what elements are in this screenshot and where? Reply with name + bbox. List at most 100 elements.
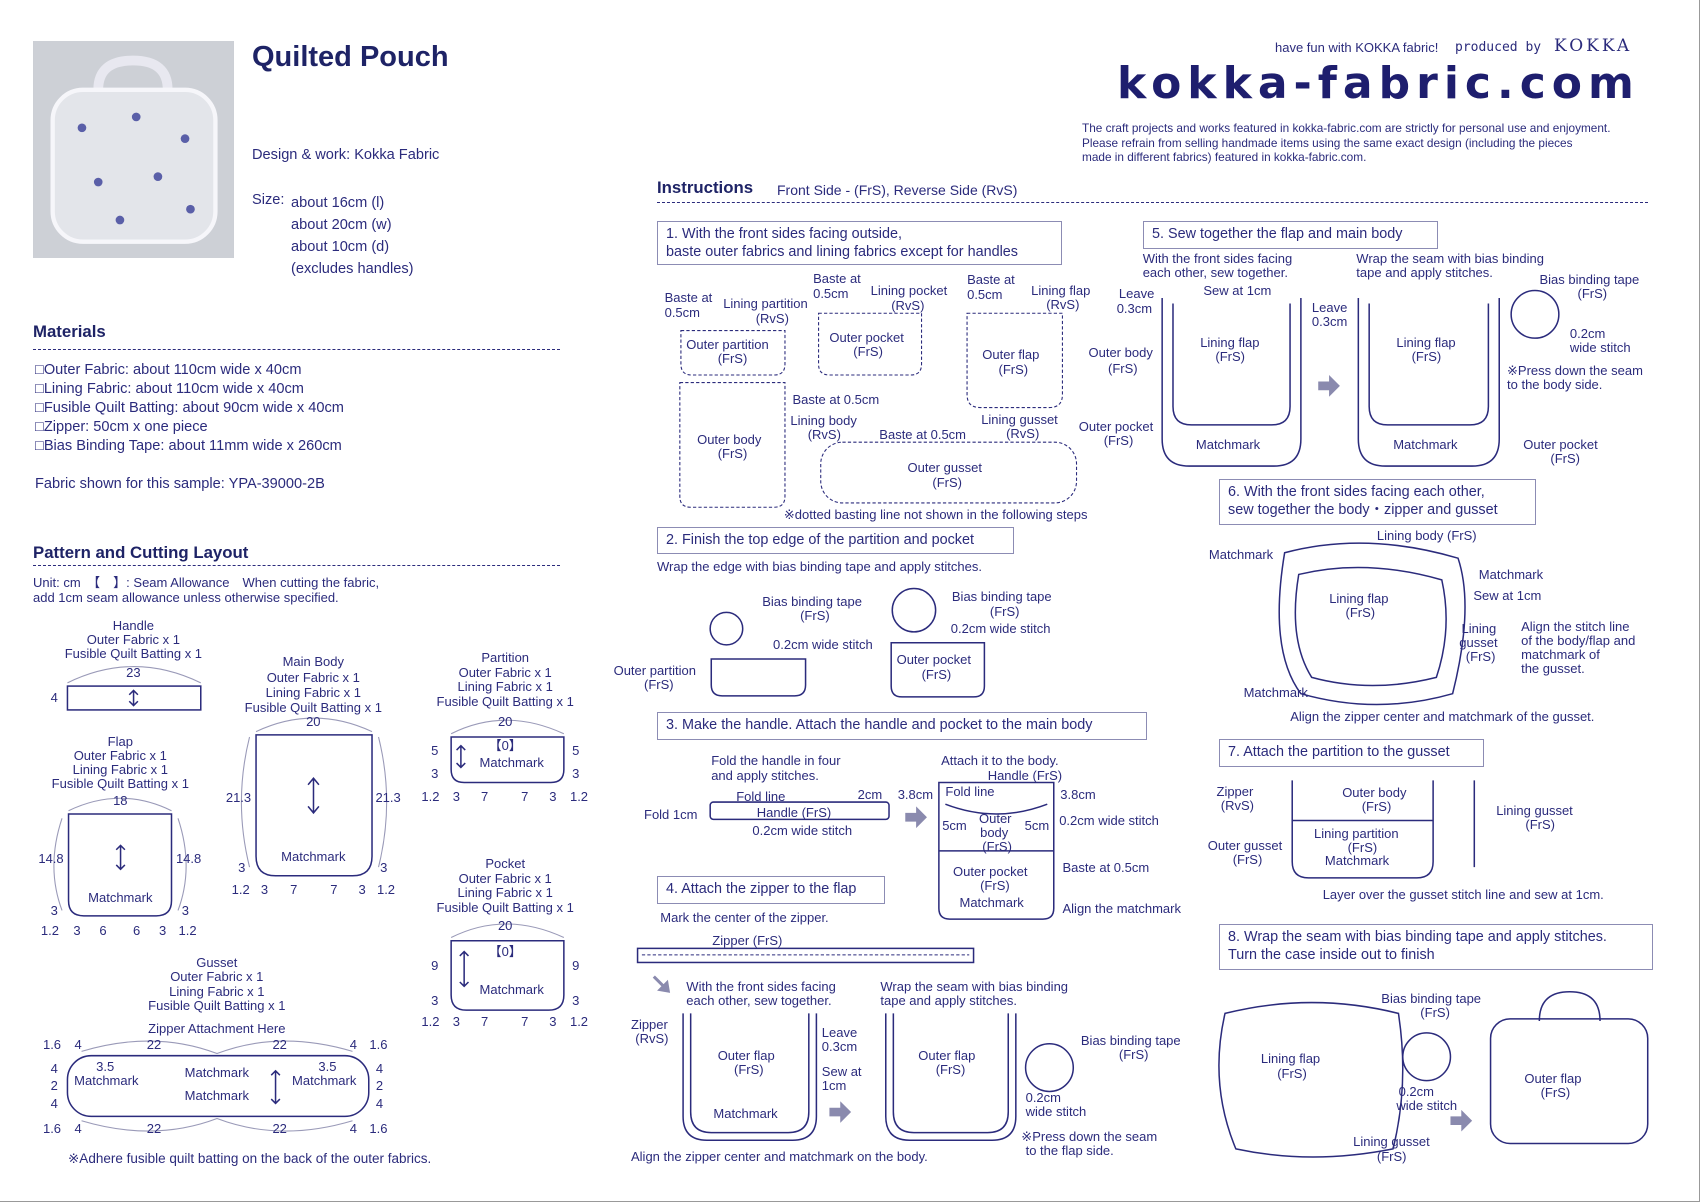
material-item: □Outer Fabric: about 110cm wide x 40cm <box>35 362 302 378</box>
dimension-label: 3 <box>181 902 190 918</box>
partition-piece <box>450 736 565 784</box>
piece-title-line: Fusible Quilt Batting x 1 <box>148 998 286 1013</box>
main-body-piece <box>255 734 373 877</box>
dimension-label: Matchmark <box>292 1072 357 1088</box>
diagram-label: Bias binding tape <box>1539 271 1640 287</box>
diagram-label: Outer gusset <box>907 460 982 476</box>
diagram-label: (RvS) <box>1220 797 1255 813</box>
detail-zoom-circle <box>1510 289 1560 339</box>
diagram-label: Leave <box>1118 285 1155 301</box>
dimension-label: 7 <box>521 788 529 804</box>
diagram-label: (FrS) <box>932 474 962 490</box>
dimension-label: 9 <box>431 958 439 973</box>
diagram-label: (RvS) <box>1006 425 1040 441</box>
flap-piece <box>67 813 173 917</box>
diagram-label: body <box>980 824 1009 840</box>
disclaimer-line: made in different fabrics) featured in k… <box>1082 150 1367 165</box>
flap-bound-shape <box>885 1013 1017 1141</box>
diagram-label: Matchmark <box>1243 684 1308 700</box>
diagram-label: (FrS) <box>717 446 748 462</box>
grain-arrow-icon <box>115 844 126 871</box>
diagram-label: 0.2cm wide stitch <box>752 822 853 838</box>
grain-arrow-icon <box>128 689 139 707</box>
dimension-label: 3.5 <box>96 1058 115 1074</box>
diagram-label: (FrS) <box>644 677 674 693</box>
step-title-line: 2. Finish the top edge of the partition … <box>666 532 975 548</box>
step-title-line: 5. Sew together the flap and main body <box>1152 226 1403 242</box>
size-list: about 16cm (l) about 20cm (w) about 10cm… <box>291 192 414 280</box>
diagram-label: 0.2cm wide stitch <box>1059 812 1159 828</box>
piece-title-line: Lining Fabric x 1 <box>265 684 361 700</box>
side-legend: Front Side - (FrS), Reverse Side (RvS) <box>777 182 1018 198</box>
diagram-label: Outer flap <box>1524 1070 1582 1086</box>
dimension-label: 4 <box>375 1061 384 1076</box>
diagram-label: Lining partition <box>723 295 808 311</box>
piece-title-line: Fusible Quilt Batting x 1 <box>436 900 574 915</box>
diagram-label: (FrS) <box>1577 285 1608 301</box>
dimension-label: 7 <box>480 1014 489 1030</box>
dimension-label: 3 <box>238 860 246 876</box>
dimension-label: 7 <box>330 882 338 898</box>
dimension-label: 3 <box>158 923 167 939</box>
step-title-line: 3. Make the handle. Attach the handle an… <box>666 717 1093 733</box>
piece-title-line: Outer Fabric x 1 <box>458 870 552 886</box>
diagram-label: (FrS) <box>921 667 952 683</box>
zipper-shape <box>636 947 975 964</box>
dimension-label: Matchmark <box>479 981 544 997</box>
diagram-label: Lining body <box>790 412 857 428</box>
diagram-label: Fold line <box>736 788 786 804</box>
diagram-label: Align the zipper center and matchmark on… <box>631 1148 928 1164</box>
piece-title-line: Gusset <box>196 954 238 970</box>
dimension-label: 6 <box>132 923 141 939</box>
dimension-label: 3 <box>50 902 58 918</box>
step-title-line: 7. Attach the partition to the gusset <box>1228 744 1450 760</box>
detail-zoom-circle <box>891 587 937 633</box>
material-item: □Lining Fabric: about 110cm wide x 40cm <box>35 381 304 397</box>
partition-shape <box>710 658 807 697</box>
diagram-label: each other, sew together. <box>1142 265 1288 281</box>
diagram-label: Leave <box>1311 299 1348 315</box>
dimension-label: Matchmark <box>281 848 346 864</box>
dimension-label: 【0】 <box>488 943 522 959</box>
arrow-right-icon <box>905 806 927 829</box>
diagram-label: to the flap side. <box>1025 1143 1114 1159</box>
piece-title-line: Fusible Quilt Batting x 1 <box>64 645 203 661</box>
diagram-label: (FrS) <box>1345 604 1376 620</box>
outer-partition-shape <box>680 330 786 376</box>
disclaimer-line: The craft projects and works featured in… <box>1082 121 1611 135</box>
diagram-label: 1cm <box>821 1078 847 1094</box>
handle-loop <box>945 803 1048 815</box>
diagram-label: to the body side. <box>1507 376 1603 392</box>
step-8-title: 8. Wrap the seam with bias binding tape … <box>1219 924 1653 970</box>
unit-note: Unit: cm 【 】: Seam Allowance When cuttin… <box>33 575 379 605</box>
diagram-label: Outer pocket <box>1078 419 1154 435</box>
arrow-right-icon <box>1450 1109 1473 1132</box>
dimension-label: Matchmark <box>479 755 544 771</box>
materials-heading: Materials <box>33 322 106 341</box>
dimension-label: 3 <box>452 788 461 804</box>
diagram-label: (FrS) <box>1215 348 1245 364</box>
diagram-label: (FrS) <box>1277 1066 1307 1082</box>
arrow-right-icon <box>829 1101 852 1123</box>
flap-zipper-shape <box>682 1013 818 1141</box>
grain-arrow-icon <box>270 1069 281 1105</box>
diagram-label: 3.8cm <box>1060 786 1096 802</box>
dimension-label: 3 <box>260 882 269 898</box>
diagram-label: Outer pocket <box>896 652 972 668</box>
diagram-label: 0.2cm <box>1398 1083 1434 1099</box>
batting-note: ※Adhere fusible quilt batting on the bac… <box>68 1151 432 1166</box>
dimension-label: Zipper Attachment Here <box>148 1020 286 1036</box>
diagram-label: Align the matchmark <box>1062 900 1182 916</box>
diagram-label: (FrS) <box>734 1062 764 1078</box>
dimension-label: 7 <box>290 882 298 898</box>
diagram-label: Lining body (FrS) <box>1376 527 1477 543</box>
piece-title-line: Outer Fabric x 1 <box>458 664 552 680</box>
dimension-label: 1.2 <box>178 923 197 939</box>
diagram-label: (FrS) <box>1420 1004 1450 1020</box>
dimension-label: Matchmark <box>184 1065 249 1081</box>
tagline: have fun with KOKKA fabric! <box>1275 40 1439 55</box>
step-title-line: Turn the case inside out to finish <box>1228 947 1435 964</box>
diagram-label: With the front sides facing <box>686 978 836 994</box>
diagram-label: Baste at 0.5cm <box>792 392 880 408</box>
diagram-label: Matchmark <box>1324 852 1390 868</box>
